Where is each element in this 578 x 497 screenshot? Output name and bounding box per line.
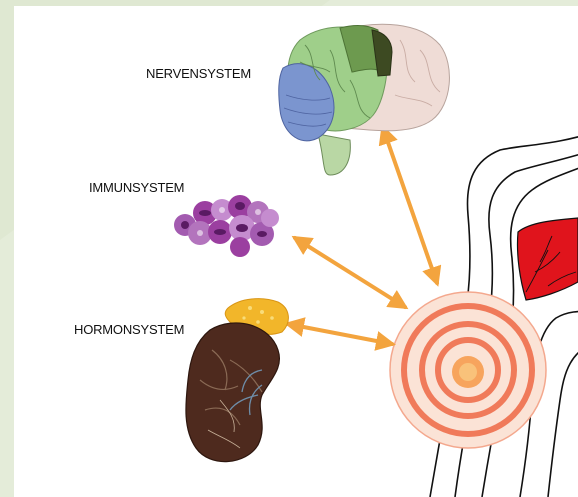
pain-focus-rings [390,292,546,448]
kidney-adrenal-illustration [186,299,289,462]
label-nervous-system: NERVENSYSTEM [146,66,251,81]
interaction-arrows [288,128,437,344]
brain-illustration [279,24,450,175]
label-hormone-system: HORMONSYSTEM [74,322,184,337]
tooth-pulp [517,218,578,300]
immune-cells-illustration [174,195,279,257]
label-immune-system: IMMUNSYSTEM [89,180,184,195]
